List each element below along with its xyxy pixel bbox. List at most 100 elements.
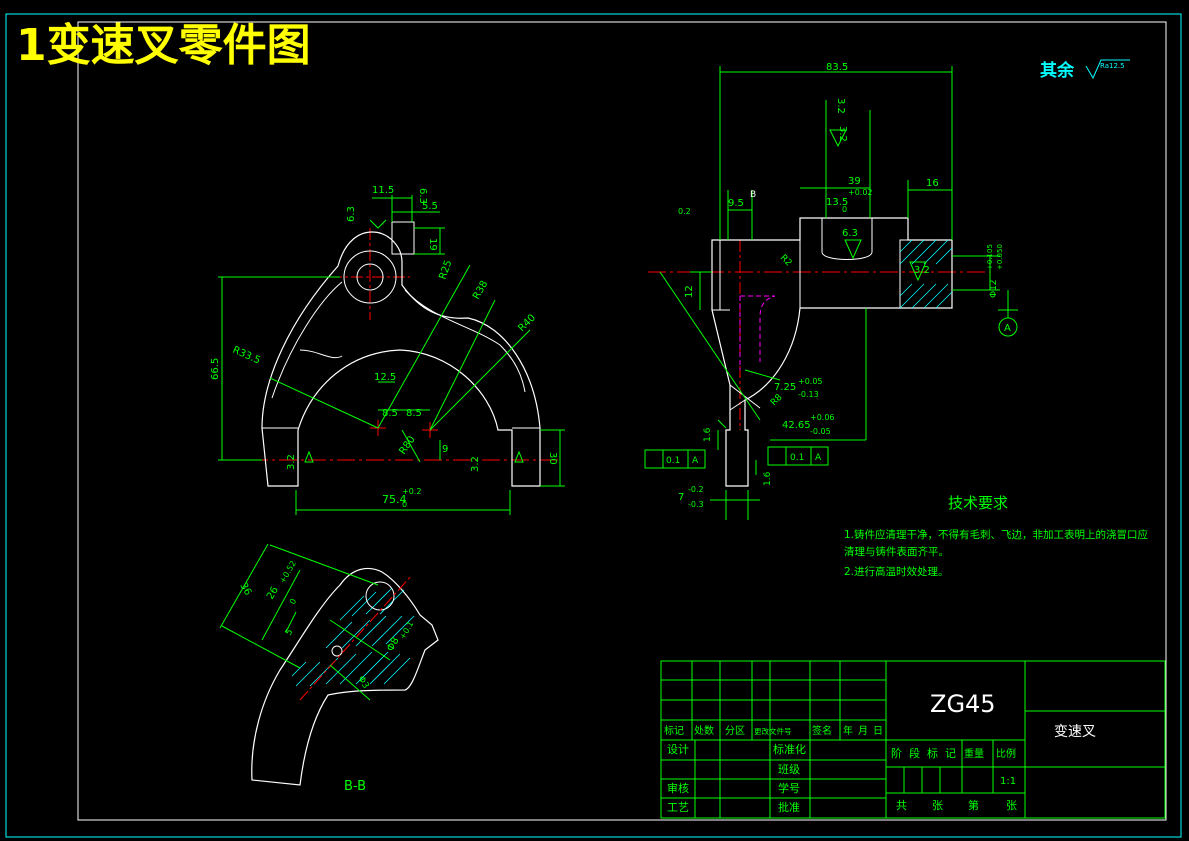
dim-label: 19: [427, 238, 438, 251]
svg-text:阶: 阶: [891, 746, 902, 760]
dim-label: 5.5: [422, 201, 438, 212]
scale-value: 1:1: [1000, 776, 1016, 787]
section-view: 36 26 +0.52 0 5 Φ8 +0.1 Φ3 B-B: [219, 543, 439, 794]
dim-label: 11.5: [372, 185, 394, 196]
inner-frame: [77, 21, 1167, 821]
svg-text:共: 共: [896, 799, 907, 812]
part-name: 变速叉: [1054, 724, 1096, 740]
dim-label: R2: [778, 253, 794, 269]
title-block: [660, 660, 1166, 819]
dim-label: Φ3: [355, 675, 370, 691]
dim-label: 3.2: [835, 98, 846, 114]
svg-text:标记: 标记: [664, 725, 684, 737]
boss-outer-circle: [343, 250, 397, 304]
tech-req-line: 2.进行高温时效处理。: [844, 565, 949, 578]
svg-text:段: 段: [909, 746, 920, 760]
side-hatch: [899, 239, 953, 309]
dim-label: 1.6: [703, 427, 713, 442]
dim-label: R40: [516, 312, 538, 334]
section-hatch-region: [291, 587, 415, 687]
dim-label: +0.105: [986, 244, 994, 270]
section-dim-lines: [219, 543, 391, 701]
svg-text:张: 张: [932, 799, 943, 812]
gdt-value: 0.1: [790, 453, 804, 463]
fork-inner-edge: [271, 281, 526, 399]
rib-pocket: [299, 349, 343, 359]
datum-circle: [998, 317, 1018, 337]
svg-text:分区: 分区: [725, 725, 745, 737]
svg-text:日: 日: [873, 726, 883, 737]
rev-headers: 标记 处数 分区 更改文件号 签名 年 月 日: [664, 724, 883, 737]
svg-text:年: 年: [843, 724, 853, 737]
dim-label: 12: [684, 285, 695, 298]
dim-label: 26: [265, 585, 281, 602]
dim-label: 3.2: [286, 454, 297, 470]
front-view: 11.5 6.3 5.5 6.3 19 R25 R38 R40 R33.5 66…: [210, 185, 565, 515]
hatched-bore: [899, 239, 953, 309]
dim-label: +0.1: [398, 620, 416, 641]
tech-req-heading: 技术要求: [948, 494, 1008, 512]
boss-top: [391, 221, 415, 255]
dim-label: 1.6: [763, 471, 773, 486]
section-label: B-B: [344, 779, 366, 794]
dim-label: R33.5: [231, 345, 262, 367]
dim-label: 12.5: [374, 372, 396, 383]
dim-label: 30: [547, 452, 558, 465]
section-hole: [365, 581, 395, 611]
gdt-datum: A: [815, 453, 822, 463]
dim-label: -0.13: [798, 390, 819, 399]
section-pin-hole: [331, 645, 343, 657]
dim-label: 13.5: [826, 197, 848, 208]
dim-label: 42.65: [782, 420, 811, 431]
svg-text:标准化: 标准化: [773, 742, 806, 756]
material-label: ZG45: [930, 690, 996, 718]
dim-label: R8: [769, 392, 785, 408]
dim-label: -0.3: [688, 500, 704, 509]
svg-text:标: 标: [927, 746, 938, 760]
dim-label: Φ12: [989, 279, 999, 298]
dim-label: +0.52: [278, 559, 298, 585]
svg-text:签名: 签名: [812, 724, 832, 737]
dim-label: 0.2: [678, 207, 691, 216]
dim-label: 7: [678, 492, 684, 503]
svg-text:处数: 处数: [694, 724, 714, 737]
dim-label: 66.5: [210, 358, 221, 380]
dim-label: 6.3: [346, 206, 357, 222]
stage-headers: 阶 段 标 记 重量 比例: [891, 746, 1016, 760]
dim-label: 8.5: [382, 408, 398, 419]
tech-req-line: 1.铸件应清理干净，不得有毛刺、飞边，非加工表明上的浇冒口应: [844, 528, 1149, 541]
svg-text:记: 记: [945, 747, 956, 760]
section-outline: [251, 567, 439, 786]
dim-label: 83.5: [826, 62, 848, 73]
dim-label: 0: [288, 597, 298, 606]
gdt-datum: A: [692, 456, 699, 466]
dim-label: R38: [471, 279, 490, 302]
svg-text:审核: 审核: [667, 781, 689, 795]
fork-outline: [261, 231, 541, 487]
drawing-title: 1变速叉零件图: [16, 20, 311, 71]
section-center-line: [299, 574, 413, 701]
dim-label: -0.2: [688, 485, 704, 494]
side-view: A B 83.5 3.2 3.2 39 +0.02 13.5 0 16 6.3 …: [644, 62, 1018, 520]
boss-hole: [356, 263, 384, 291]
svg-text:月: 月: [858, 725, 868, 737]
gdt-value: 0.1: [666, 456, 680, 466]
svg-text:工艺: 工艺: [667, 801, 689, 814]
sheet-count: 共 张 第 张: [896, 798, 1017, 812]
svg-text:班级: 班级: [778, 763, 800, 776]
dim-label: 16: [926, 178, 939, 189]
tech-req-line: 清理与铸件表面齐平。: [844, 545, 949, 558]
dim-label: 0: [842, 205, 847, 214]
front-dim-lines: [218, 195, 565, 515]
dim-label: 6.3: [842, 228, 858, 239]
svg-text:第: 第: [968, 798, 979, 812]
dim-label: 36: [237, 581, 253, 598]
dim-label: 9: [442, 444, 448, 455]
hidden-line: [739, 295, 776, 370]
dim-label: 75.4: [382, 493, 407, 506]
dim-label: 3.2: [470, 456, 481, 472]
signature-rows: 设计 审核 工艺 标准化 班级 学号 批准: [667, 742, 806, 814]
dim-label: +0.02: [848, 188, 873, 197]
dim-label: +0.2: [402, 487, 421, 496]
roughness-note: 其余: [1040, 60, 1075, 81]
